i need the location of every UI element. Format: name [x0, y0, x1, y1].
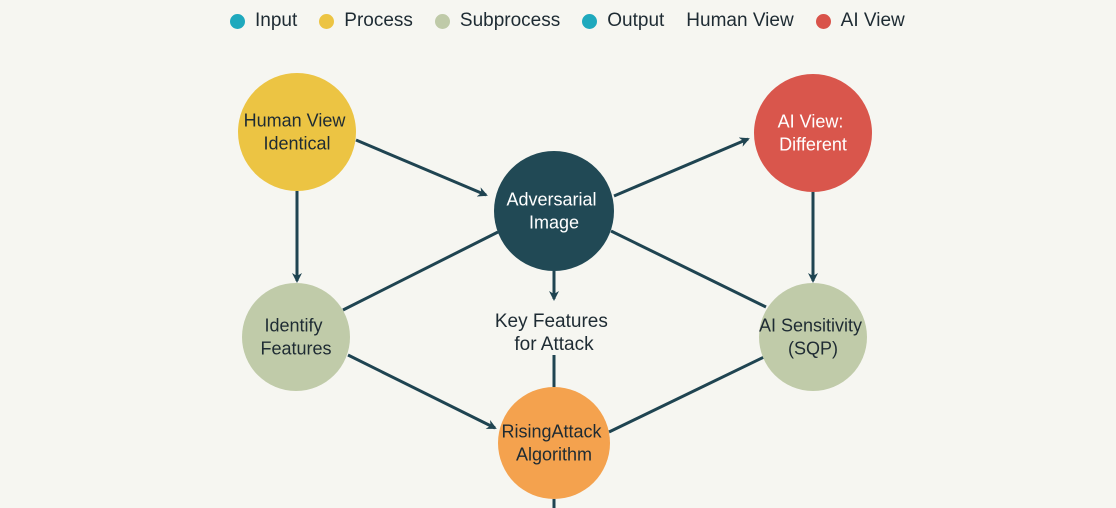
- legend-dot-process: [319, 13, 335, 29]
- node-human-view[interactable]: Human View Identical: [238, 73, 356, 191]
- edge-adversarial-to-sensitivity: [610, 229, 767, 309]
- legend-item-process: Process: [319, 10, 413, 32]
- legend-label-input: Input: [255, 10, 298, 31]
- node-ai-view-circle: [754, 74, 872, 192]
- legend-label-ai-view: AI View: [840, 10, 905, 31]
- node-ai-sensitivity-circle: [759, 283, 867, 391]
- legend-dot-subprocess: [434, 13, 450, 29]
- legend-item-input: Input: [230, 10, 297, 32]
- node-human-view-circle: [238, 73, 356, 191]
- node-risingattack-algorithm-circle: [498, 387, 610, 499]
- legend-item-ai-view: AI View: [815, 10, 905, 32]
- legend-dot-output: [582, 13, 598, 29]
- edge-adversarial-to-identify: [342, 230, 499, 312]
- edge-sensitivity-to-rising: [608, 355, 765, 434]
- node-ai-sensitivity[interactable]: AI Sensitivity (SQP): [759, 283, 867, 391]
- legend-dot-input: [230, 13, 245, 29]
- node-adversarial-image-label: Adversarial Image: [506, 190, 601, 233]
- legend-item-output: Output: [582, 10, 664, 32]
- legend-label-human-view: Human View: [686, 10, 794, 31]
- legend-item-human-view: Human View: [686, 10, 793, 32]
- node-identify-features-circle: [242, 283, 350, 391]
- node-ai-sensitivity-label: AI Sensitivity (SQP): [759, 316, 867, 359]
- node-adversarial-image-circle: [494, 151, 614, 271]
- node-risingattack-algorithm[interactable]: RisingAttack Algorithm: [498, 387, 610, 499]
- key-features-label: Key Features for Attack: [495, 311, 613, 355]
- node-adversarial-image[interactable]: Adversarial Image: [494, 151, 614, 271]
- node-identify-features[interactable]: Identify Features: [242, 283, 350, 391]
- nodes-layer: Human View Identical AI View: Different …: [238, 73, 872, 499]
- node-human-view-label: Human View Identical: [244, 111, 351, 154]
- edge-human-view-to-adversarial: [355, 138, 488, 197]
- legend-label-output: Output: [607, 10, 665, 31]
- edge-identify-to-rising: [347, 353, 497, 430]
- legend-item-subprocess: Subprocess: [434, 10, 561, 32]
- node-ai-view[interactable]: AI View: Different: [754, 74, 872, 192]
- node-identify-features-label: Identify Features: [260, 316, 331, 359]
- legend-label-process: Process: [344, 10, 413, 31]
- edges-layer: [292, 137, 818, 508]
- edge-adversarial-to-ai-view: [613, 137, 750, 198]
- legend-label-subprocess: Subprocess: [459, 10, 561, 31]
- node-ai-view-label: AI View: Different: [778, 112, 849, 155]
- legend: Input Process Subprocess Output Human Vi…: [230, 8, 905, 34]
- legend-dot-ai-view: [815, 13, 831, 29]
- node-risingattack-algorithm-label: RisingAttack Algorithm: [501, 422, 606, 465]
